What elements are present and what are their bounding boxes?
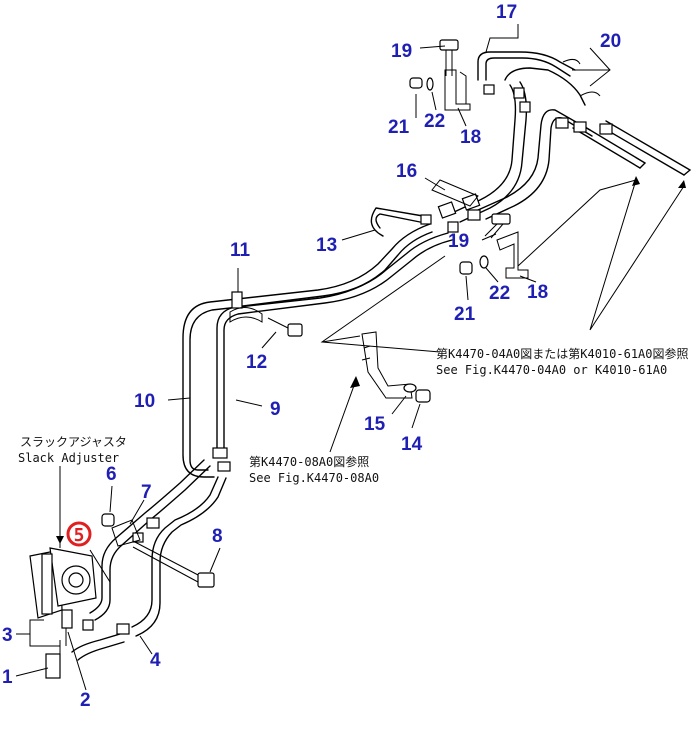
slack-adjuster-label-en: Slack Adjuster [18,451,119,465]
pipe-long-right [572,120,691,176]
label-10: 10 [134,391,155,412]
label-6: 6 [106,464,117,485]
label-17: 17 [496,2,517,23]
label-3: 3 [2,625,13,646]
label-4: 4 [150,650,161,671]
pipe-4 [71,476,227,661]
label-16: 16 [396,161,417,182]
reference-note-1-en: See Fig.K4470-04A0 or K4010-61A0 [436,363,667,377]
washer-22-lower [479,255,489,269]
label-22-lower: 22 [489,283,510,304]
bolt-12 [267,317,303,337]
washer-15 [403,383,417,393]
label-20: 20 [600,31,621,52]
label-14: 14 [401,434,423,455]
nut-21-lower [459,261,473,275]
reference-note-2-en: See Fig.K4470-08A0 [249,471,379,485]
bolt-8 [132,540,215,588]
label-15: 15 [364,414,386,435]
label-19-upper: 19 [391,41,412,62]
arrowheads [56,176,686,544]
highlight-circle-5 [66,521,92,547]
callouts: 17 20 19 21 22 18 16 13 19 11 22 18 21 1… [2,2,621,711]
label-5: 5 [74,525,85,546]
clamp-16 [431,179,479,207]
nut-6 [101,513,115,527]
label-12: 12 [246,352,267,373]
washer-22-upper [426,77,434,91]
label-13: 13 [316,235,337,256]
slack-adjuster [29,547,97,679]
label-18-upper: 18 [460,127,481,148]
label-7: 7 [141,482,152,503]
label-22-upper: 22 [424,111,445,132]
label-21-upper: 21 [388,117,410,138]
clamp-11 [229,291,263,323]
label-18-lower: 18 [527,282,548,303]
pipe-9 [216,232,453,454]
fittings [82,58,613,635]
label-9: 9 [270,399,281,420]
label-2: 2 [80,690,91,711]
reference-note-2-jp: 第K4470-08A0図参照 [249,454,369,469]
pipe-10 [182,223,433,478]
bolt-19-upper [439,39,459,76]
label-1: 1 [2,667,13,688]
pipe-5 [89,459,211,621]
leader-lines [15,24,685,691]
nut-21-upper [409,77,423,89]
reference-notes: スラックアジャスタ Slack Adjuster 第K4470-04A0図または… [18,346,689,485]
label-21-lower: 21 [454,304,476,325]
bracket-18-lower [496,231,529,279]
label-11: 11 [230,240,251,261]
label-19-lower: 19 [448,231,469,252]
pipe-17 [477,51,586,106]
nut-14 [415,389,431,403]
clamp-7 [111,519,141,547]
bracket-18-upper [444,69,471,111]
reference-note-1-jp: 第K4470-04A0図または第K4010-61A0図参照 [436,346,689,361]
label-8: 8 [212,526,223,547]
slack-adjuster-label-jp: スラックアジャスタ [20,435,127,449]
pipe-13 [370,207,424,237]
